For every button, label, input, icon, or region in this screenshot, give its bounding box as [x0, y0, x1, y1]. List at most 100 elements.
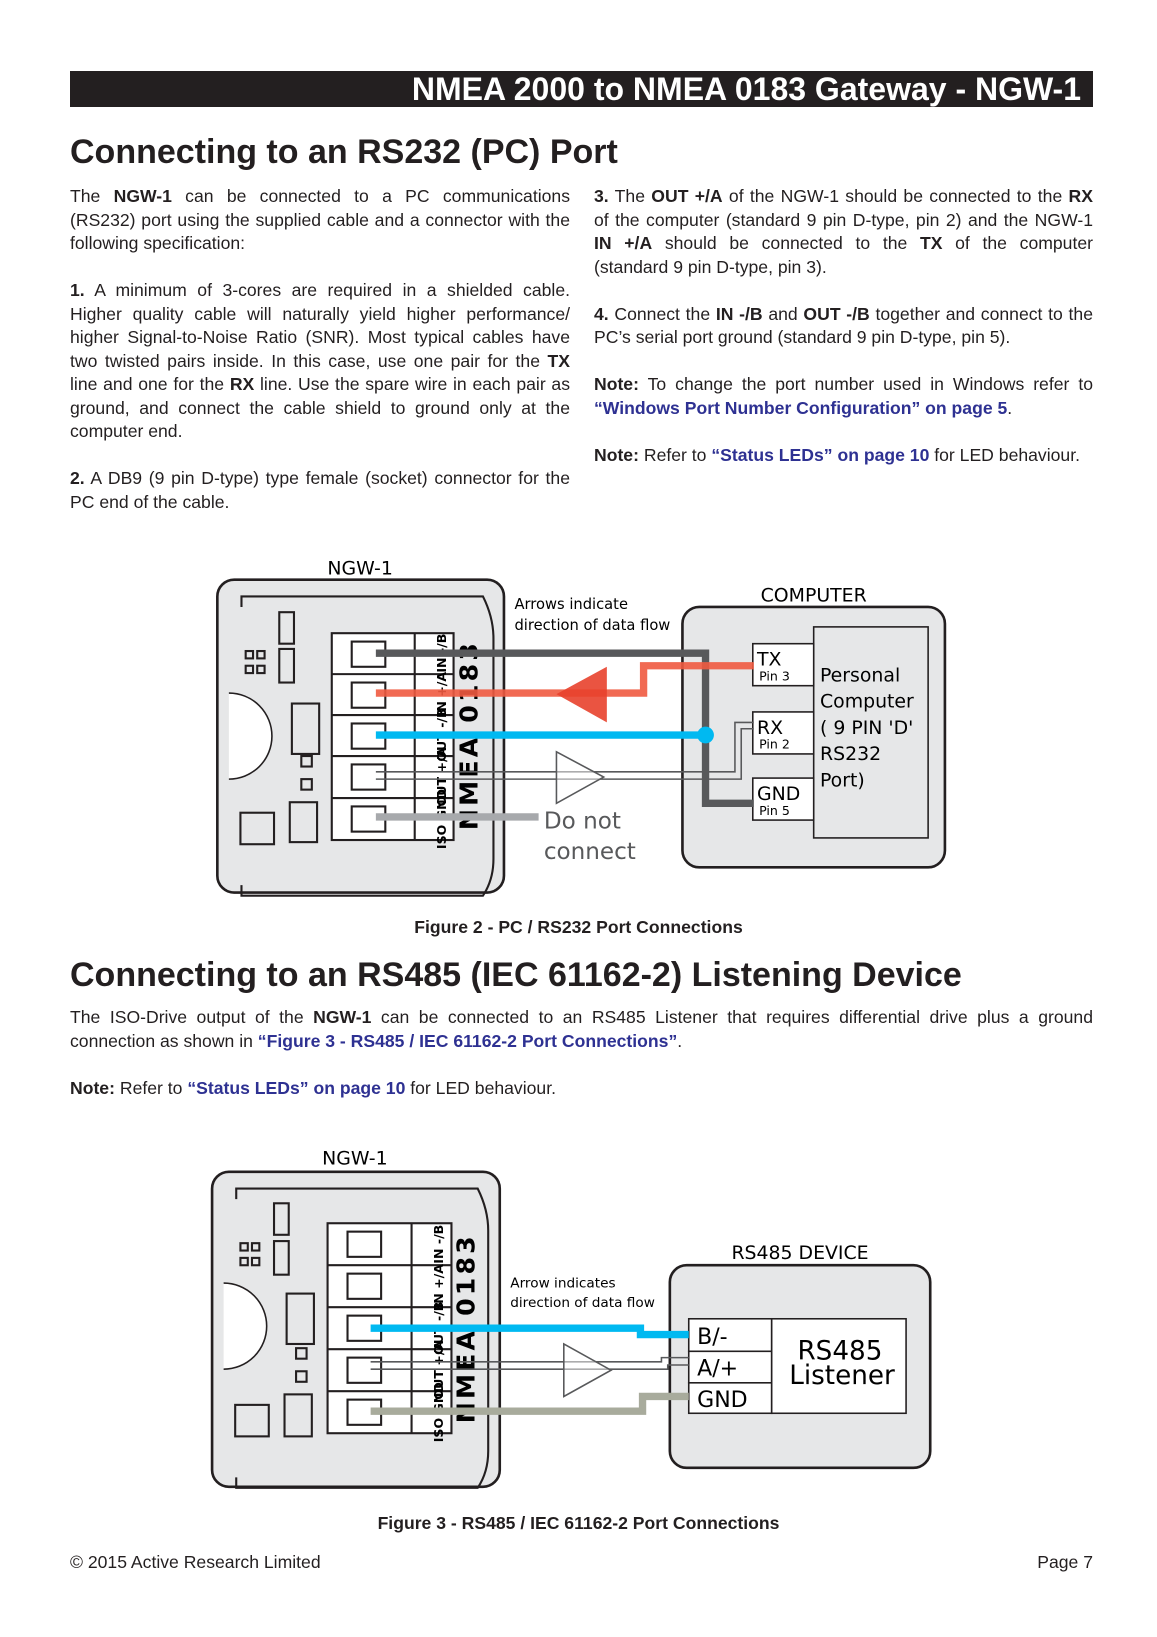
- terminal-label: ISO GND: [434, 789, 449, 849]
- paragraph: The NGW-1 can be connected to a PC commu…: [70, 185, 570, 256]
- cross-reference-link[interactable]: “Status LEDs” on page 10: [187, 1077, 406, 1098]
- ngw1-device-body: [210, 1170, 502, 1489]
- bold-text: NGW-1: [113, 186, 172, 206]
- bold-text: Note:: [594, 444, 639, 465]
- terminal-label: OUT -/B: [431, 1302, 446, 1355]
- paragraph: Note: To change the port number used in …: [594, 373, 1093, 420]
- b-pin-box: [687, 1317, 773, 1353]
- bold-text: 1.: [70, 280, 85, 300]
- red-arrow: [556, 666, 607, 723]
- text: of the computer (standard 9 pin D-type, …: [594, 209, 1093, 230]
- terminal-label: IN +/A: [434, 672, 449, 717]
- ngw1-device-body: [216, 578, 506, 894]
- rs232-left-column: The NGW-1 can be connected to a PC commu…: [70, 185, 570, 538]
- paragraph: Note: Refer to “Status LEDs” on page 10 …: [594, 444, 1093, 468]
- bold-text: Note:: [594, 374, 639, 394]
- bold-text: IN -/B: [715, 303, 763, 324]
- rs485-text: The ISO-Drive output of the NGW-1 can be…: [70, 1006, 1093, 1124]
- text: The ISO-Drive output of the: [70, 1007, 314, 1027]
- arrow-note: Arrow indicates: [510, 1275, 615, 1291]
- listener-text: Listener: [789, 1361, 895, 1391]
- text: line. Use the spare wire in each pair as…: [70, 374, 571, 441]
- text: of the computer (standard 9 pin D-type, …: [594, 233, 1093, 277]
- figure-3-diagram: NGW-1 IN -/B IN +/A OUT -/B OUT +/A ISO …: [210, 1147, 932, 1489]
- figure-2-diagram: NGW-1 IN -/B IN +/A OUT -/B OUT +/A ISO …: [216, 557, 947, 897]
- pin-number: Pin 2: [759, 737, 790, 752]
- listener-box: [770, 1317, 907, 1415]
- do-not-connect-label: Do not: [544, 808, 621, 834]
- pin-number: Pin 5: [759, 803, 790, 818]
- terminal-label: IN -/B: [431, 1225, 446, 1264]
- text: Refer to: [114, 1077, 188, 1098]
- pin-number: Pin 3: [759, 668, 790, 683]
- paragraph: Note: Refer to “Status LEDs” on page 10 …: [70, 1077, 1093, 1101]
- terminal-label: OUT +/A: [431, 1341, 446, 1400]
- bold-text: NGW-1: [313, 1007, 372, 1027]
- text: A DB9 (9 pin D-type) type female (socket…: [70, 468, 570, 512]
- text: .: [677, 1030, 683, 1051]
- do-not-connect-label: connect: [544, 839, 636, 865]
- terminal-label: OUT -/B: [434, 708, 449, 761]
- bold-text: OUT -/B: [803, 303, 870, 324]
- paragraph: The ISO-Drive output of the NGW-1 can be…: [70, 1006, 1093, 1053]
- bold-text: TX: [547, 350, 570, 371]
- terminal-label: IN -/B: [434, 634, 449, 673]
- page-header-bar: NMEA 2000 to NMEA 0183 Gateway - NGW-1: [70, 71, 1093, 107]
- wire-iso-gnd: [370, 1392, 689, 1415]
- nmea0183-label: NMEA 0183: [452, 1233, 481, 1423]
- text: can be connected to an RS485 Listener th…: [70, 1007, 1093, 1051]
- ngw1-label: NGW-1: [327, 557, 392, 579]
- text: .: [1007, 397, 1013, 418]
- bold-text: RX: [1068, 186, 1093, 206]
- gnd-pin-box: [751, 777, 815, 821]
- wire-out-a: [375, 721, 754, 780]
- rx-pin-box: [751, 711, 815, 755]
- wire-out-b: [370, 1324, 689, 1339]
- pc-text: Port): [820, 769, 865, 791]
- text: Refer to: [638, 444, 712, 465]
- pc-port-box: [812, 626, 929, 839]
- cross-reference-link[interactable]: “Status LEDs” on page 10: [711, 444, 930, 465]
- bold-text: TX: [919, 233, 943, 253]
- cross-reference-link[interactable]: “Windows Port Number Configuration” on p…: [594, 397, 1008, 418]
- arrow-note: direction of data flow: [510, 1295, 655, 1311]
- pc-text: RS232: [820, 743, 881, 765]
- arrow-note: Arrows indicate: [514, 596, 628, 613]
- pc-description: Personal Computer ( 9 PIN 'D' RS232 Port…: [820, 664, 914, 791]
- bold-text: Note:: [70, 1077, 115, 1098]
- tx-pin-box: [751, 642, 815, 687]
- bold-text: 3.: [594, 186, 609, 206]
- text: should be connected to the: [652, 233, 920, 253]
- text: Connect the: [608, 303, 716, 324]
- paragraph: 1. A minimum of 3-cores are required in …: [70, 279, 570, 444]
- pc-text: Computer: [820, 691, 914, 713]
- text: To change the port number used in Window…: [638, 374, 1093, 394]
- bold-text: 4.: [594, 303, 609, 324]
- bold-text: RX: [229, 374, 255, 394]
- text: line and one for the: [70, 374, 230, 394]
- computer-label: COMPUTER: [761, 585, 867, 607]
- bold-text: IN +/A: [594, 233, 653, 253]
- pin-name: TX: [756, 649, 782, 671]
- section-title-rs232: Connecting to an RS232 (PC) Port: [70, 133, 618, 171]
- terminal-label: OUT +/A: [434, 747, 449, 806]
- text: A minimum of 3-cores are required in a s…: [70, 280, 570, 371]
- pin-name: RX: [757, 717, 783, 739]
- junction-dot: [697, 726, 714, 744]
- paragraph: 2. A DB9 (9 pin D-type) type female (soc…: [70, 467, 570, 514]
- text: can be connected to a PC communications …: [70, 186, 570, 253]
- wire-in-a: [375, 662, 754, 697]
- paragraph: 4. Connect the IN -/B and OUT -/B togeth…: [594, 303, 1093, 350]
- figure-3-caption: Figure 3 - RS485 / IEC 61162-2 Port Conn…: [377, 1513, 780, 1533]
- rs232-right-column: 3. The OUT +/A of the NGW-1 should be co…: [594, 185, 1093, 491]
- hollow-arrow: [555, 750, 606, 805]
- pc-text: ( 9 PIN 'D': [820, 717, 913, 739]
- listener-text: RS485: [797, 1337, 882, 1367]
- a-pin-box: [687, 1350, 773, 1384]
- gnd-pin-box: [687, 1382, 773, 1415]
- pc-text: Personal: [820, 664, 900, 686]
- hollow-arrow: [563, 1342, 613, 1398]
- text: together and connect to the PC’s serial …: [594, 303, 1094, 348]
- rs485-device-box: [668, 1263, 932, 1470]
- cross-reference-link[interactable]: “Figure 3 - RS485 / IEC 61162-2 Port Con…: [257, 1030, 678, 1051]
